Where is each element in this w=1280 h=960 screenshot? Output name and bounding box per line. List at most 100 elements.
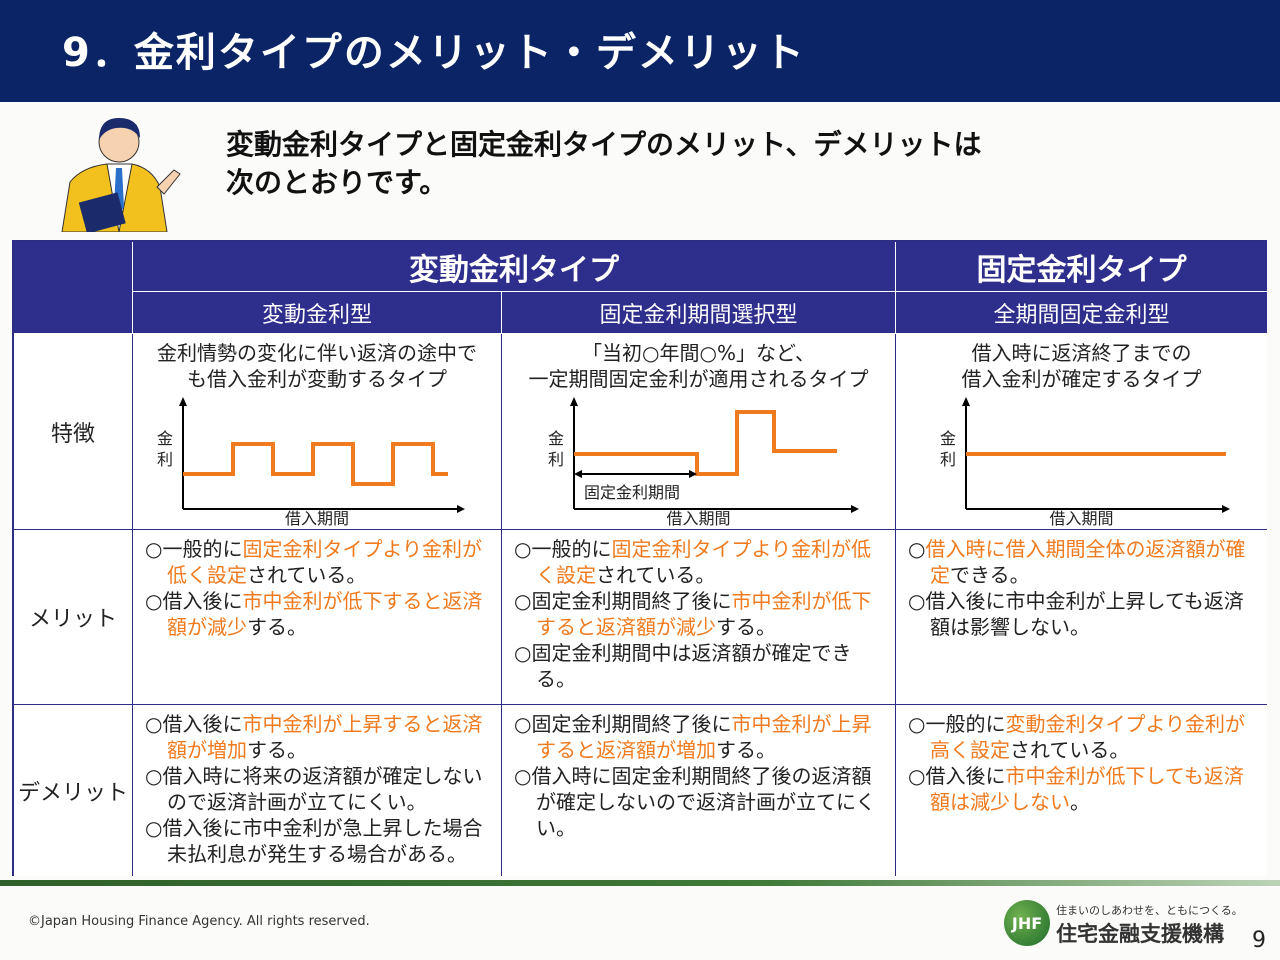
text: されている。 <box>596 563 716 587</box>
page-title: 9．金利タイプのメリット・デメリット <box>62 30 806 76</box>
highlight-text: 市中金利が上昇すると返済額が増加 <box>167 712 483 762</box>
highlight-text: 市中金利が上昇すると返済額が増加 <box>536 712 872 762</box>
text: ○固定金利期間中は返済額が確定できる。 <box>514 641 852 691</box>
y-axis-arrow <box>179 397 187 406</box>
x-axis-label: 借入期間 <box>284 509 349 528</box>
x-axis-arrow <box>1222 505 1230 513</box>
demerit-item: ○固定金利期間終了後に市中金利が上昇すると返済額が増加する。 <box>514 711 883 763</box>
y-axis-label: 金 利 <box>157 429 174 469</box>
feature-cell-full-fixed: 借入時に返済終了までの借入金利が確定するタイプ 金 利借入期間 <box>896 334 1267 530</box>
x-axis-label: 借入期間 <box>1049 509 1114 528</box>
title-bar: 9．金利タイプのメリット・デメリット <box>0 0 1280 102</box>
desc-line: 借入時に返済終了までの <box>971 341 1192 365</box>
rate-chart-fixed-period <box>570 397 859 513</box>
comparison-table: 変動金利タイプ 固定金利タイプ 変動金利型 固定金利期間選択型 全期間固定金利型… <box>12 240 1267 876</box>
highlight-text: 市中金利が低下すると返済額が減少 <box>167 589 483 639</box>
text: ○借入後に <box>145 712 243 736</box>
text: ○借入時に将来の返済額が確定しないので返済計画が立てにくい。 <box>145 764 483 814</box>
y-axis-arrow <box>570 397 578 406</box>
text: ○借入後に市中金利が上昇しても返済額は影響しない。 <box>908 589 1244 639</box>
demerit-cell-fixed-period: ○固定金利期間終了後に市中金利が上昇すると返済額が増加する。○借入時に固定金利期… <box>502 705 896 876</box>
merit-item: ○一般的に固定金利タイプより金利が低く設定されている。 <box>145 536 489 588</box>
tagline: 住まいのしあわせを、ともにつくる。 <box>1056 904 1243 917</box>
x-axis-arrow <box>851 505 859 513</box>
jhf-logo: JHF 住まいのしあわせを、ともにつくる。 住宅金融支援機構 <box>1004 898 1254 948</box>
desc-line: も借入金利が変動するタイプ <box>187 367 447 391</box>
text: されている。 <box>247 563 367 587</box>
highlight-text: 借入時に借入期間全体の返済額が確定 <box>925 537 1246 587</box>
intro-line: 次のとおりです。 <box>226 166 448 199</box>
header-fixed-type: 固定金利タイプ <box>896 242 1267 292</box>
text: ○借入時に固定金利期間終了後の返済額が確定しないので返済計画が立てにくい。 <box>514 764 876 840</box>
rate-line <box>183 442 448 486</box>
presenter-illustration <box>61 118 181 232</box>
x-axis-label: 借入期間 <box>666 509 731 528</box>
merit-cell-variable: ○一般的に固定金利タイプより金利が低く設定されている。○借入後に市中金利が低下す… <box>133 530 502 705</box>
header-variable-type: 変動金利タイプ <box>133 242 896 292</box>
desc-line: 金利情勢の変化に伴い返済の途中で <box>157 341 477 365</box>
merit-cell-fixed-period: ○一般的に固定金利タイプより金利が低く設定されている。○固定金利期間終了後に市中… <box>502 530 896 705</box>
merit-cell-full-fixed: ○借入時に借入期間全体の返済額が確定できる。○借入後に市中金利が上昇しても返済額… <box>896 530 1267 705</box>
highlight-text: 変動金利タイプより金利が高く設定 <box>930 712 1246 762</box>
y-axis-arrow <box>962 397 970 406</box>
merit-item: ○固定金利期間終了後に市中金利が低下すると返済額が減少する。 <box>514 588 883 640</box>
text: できる。 <box>950 563 1030 587</box>
highlight-text: 市中金利が低下しても返済額は減少しない <box>930 764 1244 814</box>
rate-line <box>574 410 837 478</box>
demerit-cell-variable: ○借入後に市中金利が上昇すると返済額が増加する。○借入時に将来の返済額が確定しな… <box>133 705 502 876</box>
highlight-text: 固定金利タイプより金利が低く設定 <box>536 537 872 587</box>
text: ○固定金利期間終了後に <box>514 589 732 613</box>
feature-description: 借入時に返済終了までの借入金利が確定するタイプ <box>908 340 1255 392</box>
demerit-item: ○借入時に固定金利期間終了後の返済額が確定しないので返済計画が立てにくい。 <box>514 763 883 841</box>
desc-line: 「当初○年間○%」など、 <box>582 341 815 365</box>
feature-description: 「当初○年間○%」など、一定期間固定金利が適用されるタイプ <box>514 340 883 392</box>
demerit-cell-full-fixed: ○一般的に変動金利タイプより金利が高く設定されている。○借入後に市中金利が低下し… <box>896 705 1267 876</box>
fixed-period-label: 固定金利期間 <box>584 483 681 502</box>
demerit-item: ○借入後に市中金利が上昇すると返済額が増加する。 <box>145 711 489 763</box>
merit-item: ○一般的に固定金利タイプより金利が低く設定されている。 <box>514 536 883 588</box>
text: 。 <box>1070 790 1090 814</box>
x-axis-arrow <box>457 505 465 513</box>
merit-item: ○固定金利期間中は返済額が確定できる。 <box>514 640 883 692</box>
org-name: 住宅金融支援機構 <box>1056 922 1224 946</box>
text: ○借入後に市中金利が急上昇した場合未払利息が発生する場合がある。 <box>145 816 483 866</box>
row-label-demerits: デメリット <box>14 705 133 876</box>
subheader-fixed-period: 固定金利期間選択型 <box>502 292 896 334</box>
row-label-merits: メリット <box>14 530 133 705</box>
text: する。 <box>716 738 776 762</box>
desc-line: 借入金利が確定するタイプ <box>961 367 1202 391</box>
demerit-item: ○一般的に変動金利タイプより金利が高く設定されている。 <box>908 711 1255 763</box>
page-number: 9 <box>1252 928 1266 953</box>
subheader-full-fixed: 全期間固定金利型 <box>896 292 1267 334</box>
text: ○一般的に <box>145 537 243 561</box>
demerit-item: ○借入時に将来の返済額が確定しないので返済計画が立てにくい。 <box>145 763 489 815</box>
merit-item: ○借入時に借入期間全体の返済額が確定できる。 <box>908 536 1255 588</box>
text: ○ <box>908 537 926 561</box>
copyright: ©Japan Housing Finance Agency. All right… <box>28 914 370 929</box>
y-axis-label: 金 利 <box>940 429 957 469</box>
corner-header <box>14 242 133 334</box>
demerit-item: ○借入後に市中金利が低下しても返済額は減少しない。 <box>908 763 1255 815</box>
text: されている。 <box>1010 738 1130 762</box>
demerit-item: ○借入後に市中金利が急上昇した場合未払利息が発生する場合がある。 <box>145 815 489 867</box>
text: ○固定金利期間終了後に <box>514 712 732 736</box>
text: する。 <box>247 738 307 762</box>
feature-cell-fixed-period: 「当初○年間○%」など、一定期間固定金利が適用されるタイプ 金 利借入期間 固定金… <box>502 334 896 530</box>
text: ○借入後に <box>145 589 243 613</box>
text: する。 <box>247 615 307 639</box>
text: ○一般的に <box>908 712 1006 736</box>
text: ○借入後に <box>908 764 1006 788</box>
y-axis-label: 金 利 <box>548 429 565 469</box>
text: する。 <box>716 615 776 639</box>
logo-mark: JHF <box>1004 900 1050 946</box>
feature-cell-variable: 金利情勢の変化に伴い返済の途中でも借入金利が変動するタイプ 金 利借入期間 <box>133 334 502 530</box>
feature-description: 金利情勢の変化に伴い返済の途中でも借入金利が変動するタイプ <box>145 340 489 392</box>
desc-line: 一定期間固定金利が適用されるタイプ <box>528 367 869 391</box>
merit-item: ○借入後に市中金利が上昇しても返済額は影響しない。 <box>908 588 1255 640</box>
footer-divider <box>0 880 1280 886</box>
rate-chart-full-fixed <box>962 397 1230 513</box>
highlight-text: 市中金利が低下すると返済額が減少 <box>536 589 872 639</box>
row-label-features: 特徴 <box>14 334 133 530</box>
merit-item: ○借入後に市中金利が低下すると返済額が減少する。 <box>145 588 489 640</box>
subheader-variable: 変動金利型 <box>133 292 502 334</box>
